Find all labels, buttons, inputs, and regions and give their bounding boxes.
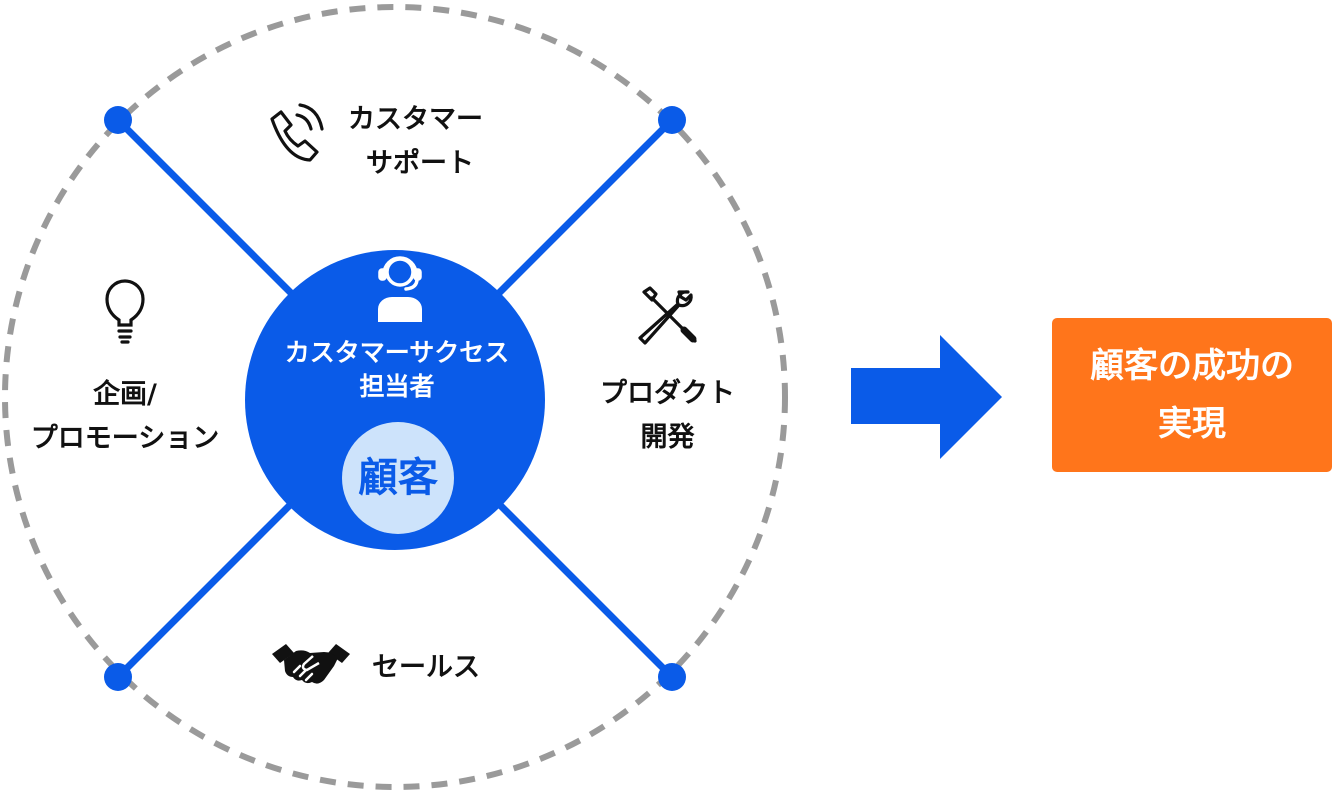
planning-label-line2: プロモーション bbox=[30, 423, 220, 454]
spoke-dot-top-left bbox=[104, 106, 132, 134]
center-circle bbox=[245, 250, 545, 550]
handshake-icon bbox=[272, 644, 350, 684]
tools-icon bbox=[638, 286, 697, 345]
sales-label: セールス bbox=[372, 646, 512, 690]
center-role-line1: カスタマーサクセス bbox=[284, 338, 510, 367]
product-label-line1: プロダクト bbox=[600, 378, 735, 409]
sales-label-line1: セールス bbox=[372, 652, 480, 683]
lightbulb-icon bbox=[105, 279, 145, 344]
result-text: 顧客の成功の 実現 bbox=[1052, 337, 1332, 453]
spoke-bottom-right bbox=[487, 492, 675, 680]
product-label: プロダクト 開発 bbox=[585, 372, 750, 460]
headset-person-icon bbox=[378, 256, 422, 322]
support-label-line2: サポート bbox=[366, 148, 474, 179]
phone-icon bbox=[270, 103, 324, 162]
result-box: 顧客の成功の 実現 bbox=[1052, 318, 1332, 472]
planning-label-line1: 企画/ bbox=[93, 379, 157, 410]
spoke-dot-bottom-right bbox=[658, 663, 686, 691]
spoke-dot-bottom-left bbox=[104, 663, 132, 691]
spoke-bottom-left bbox=[115, 492, 303, 680]
center-role-line2: 担当者 bbox=[359, 372, 435, 401]
outer-dashed-circle bbox=[2, 4, 788, 790]
spoke-top-left bbox=[115, 117, 303, 305]
spoke-top-right bbox=[487, 117, 675, 305]
customer-circle bbox=[342, 422, 454, 534]
arrow-right bbox=[851, 335, 1002, 459]
support-label: カスタマー サポート bbox=[348, 98, 528, 186]
result-line1: 顧客の成功の bbox=[1090, 346, 1294, 386]
product-label-line2: 開発 bbox=[640, 422, 695, 453]
planning-label: 企画/ プロモーション bbox=[10, 373, 240, 461]
support-label-line1: カスタマー bbox=[348, 104, 483, 135]
customer-label: 顧客 bbox=[358, 455, 438, 501]
center-role-label: カスタマーサクセス 担当者 bbox=[262, 336, 532, 404]
spoke-dot-top-right bbox=[658, 106, 686, 134]
result-line2: 実現 bbox=[1158, 404, 1226, 444]
